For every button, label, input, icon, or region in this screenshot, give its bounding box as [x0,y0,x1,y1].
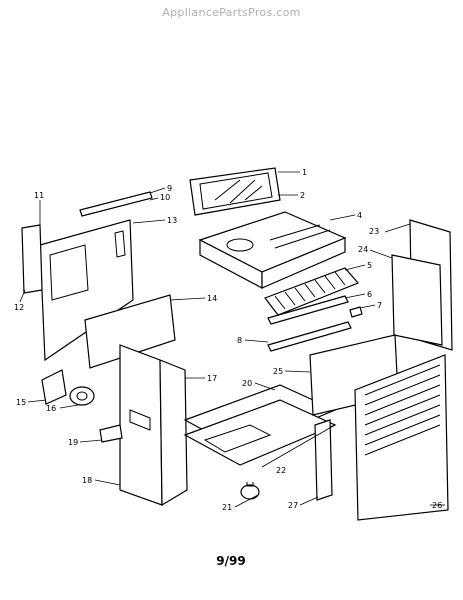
callout-1: 1 [302,168,307,177]
part-18-side-panel [119,344,188,507]
callout-15: 15 [16,398,26,407]
callout-9: 9 [167,184,172,193]
part-16-motor [69,386,95,406]
part-21-caster [240,482,260,500]
callout-24: 24 [358,245,368,254]
page-number: 9/99 [216,554,245,568]
callout-2: 2 [300,191,305,200]
leader-lines [19,171,445,508]
part-1-top-grille [189,167,281,216]
callout-25: 25 [273,367,283,376]
callout-14: 14 [207,294,217,303]
callout-17: 17 [207,374,217,383]
part-11-bracket [21,224,43,294]
callout-5: 5 [367,261,372,270]
part-9-bar [79,191,153,217]
callout-7: 7 [377,301,382,310]
callout-26: 26 [432,501,442,510]
callout-16: 16 [46,404,56,413]
watermark: AppliancePartsPros.com [162,6,301,19]
part-27-side-strip [314,419,333,501]
callout-18: 18 [82,476,92,485]
callout-13: 13 [167,216,177,225]
callout-12: 12 [14,303,24,312]
part-6-bracket [267,295,349,325]
callout-23: 23 [369,227,379,236]
callout-19: 19 [68,438,78,447]
part-5-coil [264,267,360,316]
part-26-front-grille [354,354,449,521]
callout-21: 21 [222,503,232,512]
part-14-inner-panel [84,294,176,369]
callout-20: 20 [242,379,252,388]
callout-27: 27 [288,501,298,510]
callout-11: 11 [34,191,44,200]
callout-4: 4 [357,211,362,220]
callout-22: 22 [276,466,286,475]
part-8-bracket [267,321,352,352]
callout-8: 8 [237,336,242,345]
part-7-clip [349,306,363,318]
part-19-latch [99,424,123,443]
callout-6: 6 [367,290,372,299]
part-15-fan [41,369,67,405]
callout-10: 10 [160,193,170,202]
part-4-top-cover [198,211,347,289]
part-24-right-inner-panel [391,254,443,346]
part-13-back-panel [39,219,134,362]
